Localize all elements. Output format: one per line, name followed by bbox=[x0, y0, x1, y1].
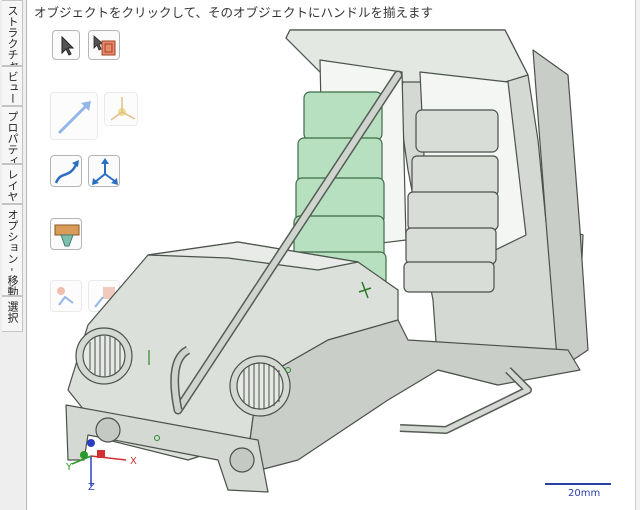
tab-select[interactable]: 選択 bbox=[2, 296, 23, 332]
model-hood-top bbox=[147, 241, 359, 271]
tool-hint-text: オブジェクトをクリックして、そのオブジェクトにハンドルを揃えます bbox=[34, 5, 434, 20]
model-headlight-right[interactable] bbox=[229, 355, 291, 417]
pull-directions-icon bbox=[92, 158, 118, 185]
axis-y-label: Y bbox=[65, 462, 73, 473]
lock-icon bbox=[94, 287, 115, 308]
lock-button-1[interactable] bbox=[50, 280, 82, 312]
handle-point[interactable] bbox=[154, 435, 160, 441]
move-handle-button[interactable] bbox=[104, 92, 138, 126]
anchor-marker bbox=[358, 281, 372, 299]
handle-point[interactable] bbox=[285, 367, 291, 373]
tab-properties[interactable]: プロパティ bbox=[2, 106, 23, 164]
model-right-seat-stack[interactable] bbox=[403, 109, 499, 293]
axis-x-label: X bbox=[130, 456, 137, 467]
tab-structure[interactable]: ストラクチャー bbox=[2, 0, 23, 66]
tab-layers[interactable]: レイヤ bbox=[2, 164, 23, 204]
move-handle-icon bbox=[110, 97, 136, 121]
move-arrow-button[interactable] bbox=[50, 92, 98, 140]
scale-bar bbox=[545, 483, 611, 485]
scale-label: 20mm bbox=[568, 488, 601, 499]
along-trajectory-button[interactable] bbox=[50, 155, 82, 187]
model-headlight-left[interactable] bbox=[75, 327, 133, 385]
axis-triad: X Y Z bbox=[65, 439, 137, 493]
window-right-border bbox=[635, 0, 640, 510]
tab-options-move[interactable]: オプション - 移動 bbox=[2, 204, 23, 296]
tab-view[interactable]: ビュー bbox=[2, 66, 23, 106]
lock-icon bbox=[57, 287, 74, 306]
move-arrow-icon bbox=[57, 101, 91, 135]
select-component-button[interactable] bbox=[88, 30, 120, 60]
anchor-button[interactable] bbox=[50, 218, 82, 250]
anchor-icon bbox=[54, 224, 80, 247]
select-component-icon bbox=[93, 35, 116, 56]
select-arrow-icon bbox=[61, 35, 75, 56]
select-arrow-button[interactable] bbox=[52, 30, 80, 60]
side-panel-tabs: ストラクチャー ビュー プロパティ レイヤ オプション - 移動 選択 bbox=[0, 0, 27, 510]
3d-viewport[interactable]: X Y Z bbox=[28, 20, 640, 510]
pull-directions-button[interactable] bbox=[88, 155, 120, 187]
axis-z-label: Z bbox=[88, 482, 95, 493]
model-side-plate[interactable] bbox=[532, 49, 589, 371]
along-trajectory-icon bbox=[54, 160, 79, 184]
